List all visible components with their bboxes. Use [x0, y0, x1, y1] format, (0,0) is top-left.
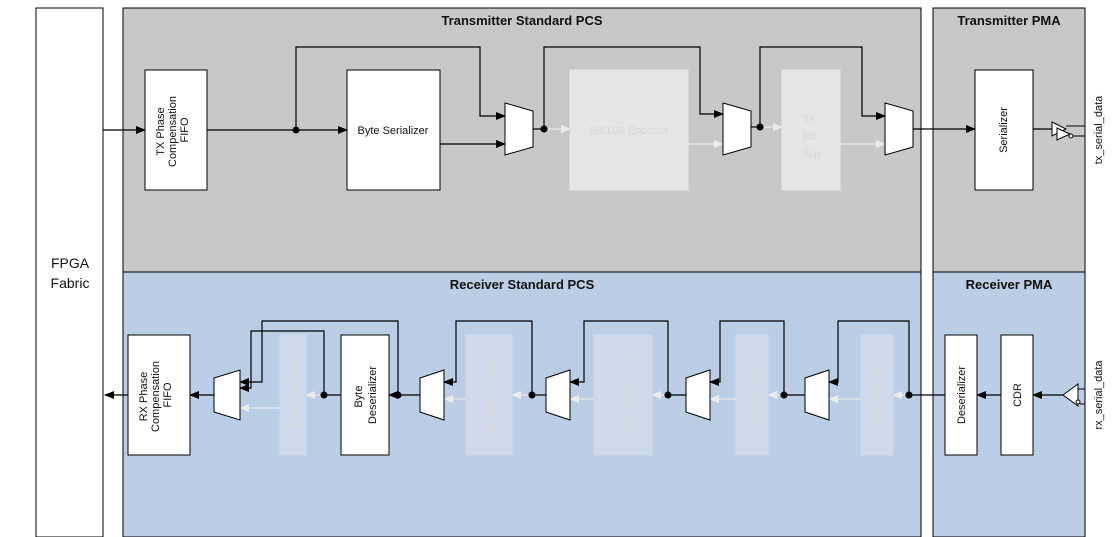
rx-word-aligner-block: [860, 334, 894, 456]
rx-byte-deserializer-line2: Deserializer: [367, 366, 379, 424]
rx-deskew-fifo-block: [735, 334, 769, 456]
tx-byte-serializer-label: Byte Serializer: [358, 125, 429, 137]
rx-decoder-block: [465, 334, 513, 456]
rx-pma-title: Receiver PMA: [966, 277, 1053, 292]
rx-byte-deserializer-label: Byte Deserializer: [353, 366, 379, 424]
rx-rate-match-fifo-label: Rate Match FIFO: [618, 352, 630, 437]
rx-bypass-ratematch: [569, 320, 669, 395]
tx-bit-slip-line2: Bit: [803, 131, 816, 143]
tx-bit-slip-block: [781, 69, 841, 191]
tx-encoder-block: [569, 69, 689, 191]
rx-byte-ordering-label: Byte Ordering: [288, 361, 300, 429]
rx-rate-match-fifo-block: [593, 334, 653, 456]
tx-byte-serializer-block: [346, 69, 441, 191]
rx-phase-fifo-line1: RX Phase: [138, 372, 150, 422]
rx-deskew-fifo-label: Deskew FIFO: [747, 361, 759, 429]
rx-mux-2: [685, 369, 711, 421]
tx-mux-2: [722, 102, 752, 156]
rx-pcs-region: [122, 271, 922, 537]
rx-byte-deserializer-block: [340, 334, 390, 456]
tx-phase-fifo-line2: Compensation: [167, 96, 179, 167]
tx-bit-slip-line1: TX: [802, 114, 817, 126]
rx-byte-ordering-block: [279, 334, 307, 456]
tx-serial-data-label: tx_serial_data: [1093, 95, 1105, 164]
tx-phase-fifo-label: TX Phase Compensation FIFO: [155, 93, 191, 167]
tx-mux-3: [884, 102, 914, 156]
rx-serial-data-label: rx_serial_data: [1093, 360, 1105, 430]
tx-phase-fifo-block: [144, 69, 208, 191]
rx-mux-5: [213, 369, 241, 421]
rx-bypass-byteordering: [239, 330, 325, 395]
rx-input-buffer-icon: [1062, 383, 1085, 407]
rx-word-aligner-label: Word Aligner: [872, 363, 884, 426]
fabric-label-line2: Fabric: [51, 275, 90, 291]
tx-bit-slip-line3: Slip: [802, 148, 820, 160]
tx-bypass-encoder: [543, 46, 724, 129]
rx-cdr-block: [1000, 334, 1034, 456]
fpga-fabric-block: [35, 7, 104, 537]
tx-pma-title: Transmitter PMA: [957, 13, 1061, 28]
rx-pcs-title: Receiver Standard PCS: [450, 277, 595, 292]
tx-serializer-label: Serializer: [998, 107, 1010, 153]
rx-bypass-deskew: [709, 320, 785, 395]
rx-mux-4: [419, 369, 445, 421]
tx-serializer-block: [974, 69, 1034, 191]
rx-decoder-label: 8B/10B Decoder: [484, 354, 496, 435]
tx-phase-fifo-line3: FIFO: [179, 117, 191, 142]
rx-phase-fifo-label: RX Phase Compensation FIFO: [138, 358, 174, 432]
tx-encoder-label: 8B/10B Encoder: [589, 125, 669, 137]
rx-bypass-decoder: [443, 320, 533, 395]
rx-phase-fifo-line2: Compensation: [150, 361, 162, 432]
rx-bypass-bytedeser: [239, 320, 399, 395]
rx-deserializer-block: [944, 334, 978, 456]
rx-phase-fifo-block: [127, 334, 191, 456]
tx-phase-fifo-line1: TX Phase: [155, 107, 167, 155]
tx-output-buffer-icon: [1051, 121, 1085, 141]
rx-bypass-wordaligner: [828, 320, 910, 395]
rx-byte-deserializer-line1: Byte: [353, 386, 365, 408]
rx-mux-3: [545, 369, 571, 421]
tx-mux-1: [504, 102, 534, 156]
tx-pcs-title: Transmitter Standard PCS: [441, 13, 602, 28]
rx-phase-fifo-line3: FIFO: [162, 382, 174, 407]
rx-mux-1: [804, 369, 830, 421]
tx-bypass-byteser: [295, 46, 506, 130]
rx-cdr-label: CDR: [1012, 383, 1024, 407]
fabric-label-line1: FPGA: [51, 255, 90, 271]
tx-bit-slip-label: TX Bit Slip: [802, 114, 820, 160]
tx-bypass-bitslip: [759, 46, 886, 127]
rx-deserializer-label: Deserializer: [956, 366, 968, 424]
